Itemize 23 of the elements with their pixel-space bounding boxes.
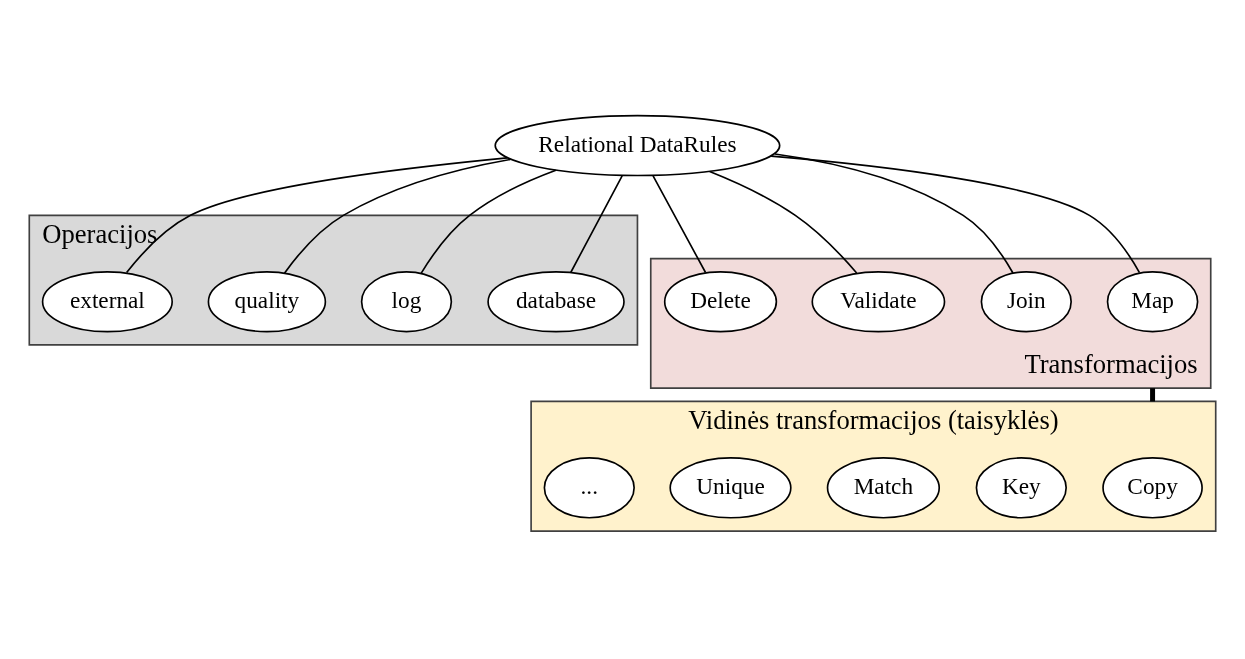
connector xyxy=(770,154,1141,273)
node-ellipse: Relational DataRules xyxy=(494,114,781,176)
node-ellipse: Match xyxy=(826,456,941,519)
connector xyxy=(774,152,1014,274)
node-ellipse: database xyxy=(487,270,625,332)
node-ellipse: log xyxy=(360,270,453,332)
node-ellipse: Join xyxy=(980,270,1072,332)
connector xyxy=(652,174,707,273)
node-ellipse: external xyxy=(41,270,173,332)
node-ellipse: Key xyxy=(975,456,1067,519)
connector xyxy=(708,170,858,274)
node-ellipse: quality xyxy=(207,270,327,332)
node-ellipse: Validate xyxy=(811,270,946,332)
connector xyxy=(283,158,512,274)
connector xyxy=(569,174,623,273)
node-ellipse: ... xyxy=(543,456,635,519)
connector xyxy=(125,156,509,273)
connector xyxy=(1150,387,1156,401)
connector xyxy=(420,168,557,274)
node-ellipse: Unique xyxy=(669,456,792,519)
node-ellipse: Delete xyxy=(663,270,778,332)
node-ellipse: Copy xyxy=(1102,456,1203,519)
node-ellipse: Map xyxy=(1106,270,1199,332)
